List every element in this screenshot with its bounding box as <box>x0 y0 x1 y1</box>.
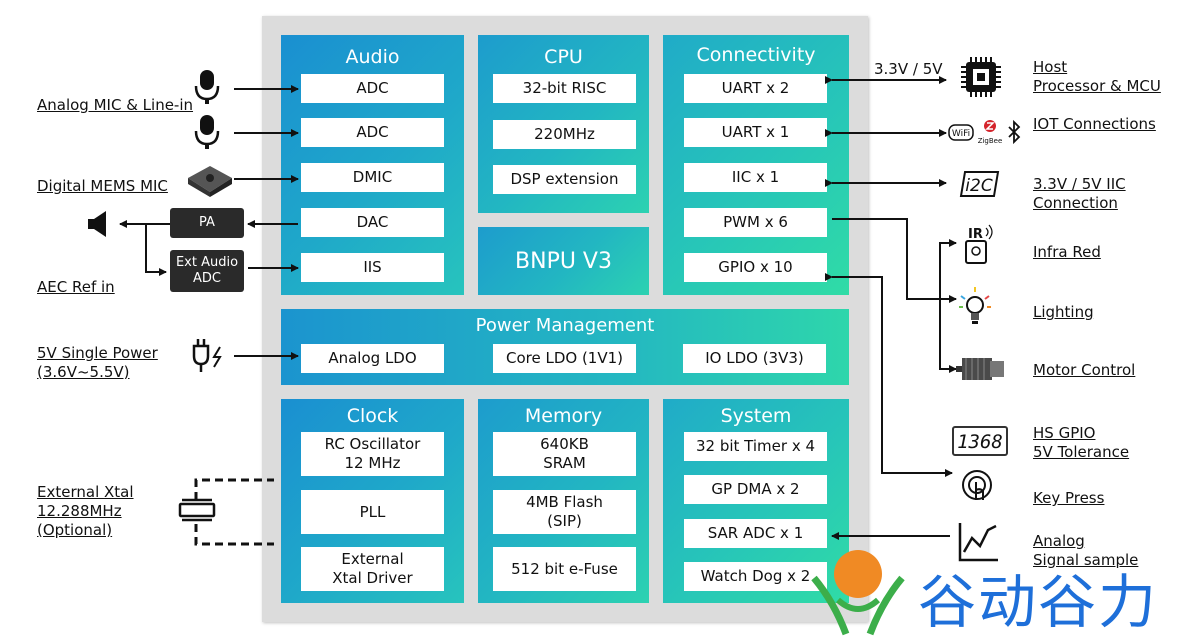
ir-text: IR <box>968 227 983 242</box>
connectivity-block: Connectivity UART x 2 UART x 1 IIC x 1 P… <box>663 35 849 295</box>
conn-gpio: GPIO x 10 <box>684 253 827 282</box>
label-digital-mems: Digital MEMS MIC <box>37 177 168 195</box>
audio-adc-2: ADC <box>301 118 444 147</box>
conn-uart-2: UART x 2 <box>684 74 827 103</box>
clock-rc: RC Oscillator 12 MHz <box>301 432 444 476</box>
connectivity-title: Connectivity <box>696 44 816 66</box>
seven-segment-icon: 1368 <box>952 426 1008 456</box>
i2c-icon: i2C <box>959 171 1000 197</box>
label-analog-mic: Analog MIC & Line-in <box>37 96 194 114</box>
bluetooth-icon <box>1008 119 1021 145</box>
label-ir: Infra Red <box>1033 243 1101 261</box>
cpu-title: CPU <box>544 46 583 68</box>
audio-adc-1: ADC <box>301 74 444 103</box>
pa-block: PA <box>170 208 244 238</box>
processor-icon <box>961 57 1001 97</box>
key-press-icon <box>962 470 992 500</box>
ext-audio-adc-block: Ext Audio ADC <box>170 250 244 292</box>
label-motor: Motor Control <box>1033 361 1136 379</box>
memory-sram: 640KB SRAM <box>493 432 636 476</box>
infrared-icon: IR <box>965 224 993 264</box>
clock-title: Clock <box>346 405 399 427</box>
memory-efuse: 512 bit e-Fuse <box>493 547 636 591</box>
label-hsgpio: HS GPIO 5V Tolerance <box>1033 424 1130 461</box>
system-dma: GP DMA x 2 <box>684 475 827 504</box>
system-block: System 32 bit Timer x 4 GP DMA x 2 SAR A… <box>663 399 849 603</box>
zigbee-icon: ZigBee <box>978 120 1003 145</box>
power-analog-ldo: Analog LDO <box>301 344 444 373</box>
power-title: Power Management <box>475 315 655 336</box>
label-aec: AEC Ref in <box>37 278 115 296</box>
conn-iic: IIC x 1 <box>684 163 827 192</box>
power-block: Power Management Analog LDO Core LDO (1V… <box>281 309 849 385</box>
audio-dac: DAC <box>301 208 444 237</box>
label-iic: 3.3V / 5V IIC Connection <box>1033 175 1126 212</box>
i2c-text: i2C <box>965 176 993 196</box>
clock-xtal-driver: External Xtal Driver <box>301 547 444 591</box>
wifi-icon: WiFi <box>948 124 974 141</box>
power-plug-icon <box>192 339 222 372</box>
mic-icon-2 <box>194 115 220 149</box>
cpu-block: CPU 32-bit RISC 220MHz DSP extension <box>478 35 649 213</box>
brand-logo-icon <box>811 550 905 636</box>
bnpu-label: BNPU V3 <box>515 249 612 274</box>
label-power: 5V Single Power (3.6V~5.5V) <box>37 344 158 381</box>
memory-title: Memory <box>524 405 603 427</box>
audio-dmic: DMIC <box>301 163 444 192</box>
label-analog: Analog Signal sample <box>1033 532 1139 569</box>
conn-uart-1: UART x 1 <box>684 118 827 147</box>
cpu-freq: 220MHz <box>493 120 636 149</box>
label-xtal: External Xtal 12.288MHz (Optional) <box>37 483 134 539</box>
lightbulb-icon <box>959 287 991 324</box>
power-io-ldo: IO LDO (3V3) <box>683 344 826 373</box>
crystal-icon <box>178 498 216 522</box>
audio-title: Audio <box>345 46 400 68</box>
system-watchdog: Watch Dog x 2 <box>684 562 827 591</box>
system-timer: 32 bit Timer x 4 <box>684 432 827 461</box>
memory-block: Memory 640KB SRAM 4MB Flash (SIP) 512 bi… <box>478 399 649 603</box>
watermark-text: 谷动谷力 <box>918 568 1159 636</box>
speaker-icon <box>88 211 106 237</box>
audio-iis: IIS <box>301 253 444 282</box>
motor-icon <box>956 358 1004 380</box>
power-core-ldo: Core LDO (1V1) <box>493 344 636 373</box>
label-iot: IOT Connections <box>1033 115 1156 133</box>
analog-signal-icon <box>958 523 998 562</box>
seg-text: 1368 <box>957 431 1003 453</box>
memory-flash: 4MB Flash (SIP) <box>493 490 636 534</box>
clock-pll: PLL <box>301 490 444 534</box>
label-lighting: Lighting <box>1033 303 1094 321</box>
label-host: Host Processor & MCU <box>1033 58 1161 95</box>
zigbee-text: ZigBee <box>978 137 1003 145</box>
mic-icon <box>194 70 220 104</box>
system-title: System <box>720 405 792 427</box>
audio-block: Audio ADC ADC DMIC DAC IIS <box>281 35 464 295</box>
label-voltage: 3.3V / 5V <box>874 60 943 78</box>
bnpu-block: BNPU V3 <box>478 227 649 295</box>
label-keypress: Key Press <box>1033 489 1105 507</box>
mems-mic-icon <box>188 166 232 197</box>
cpu-dsp: DSP extension <box>493 165 636 194</box>
cpu-risc: 32-bit RISC <box>493 74 636 103</box>
system-saradc: SAR ADC x 1 <box>684 519 827 548</box>
clock-block: Clock RC Oscillator 12 MHz PLL External … <box>281 399 464 603</box>
conn-pwm: PWM x 6 <box>684 208 827 237</box>
wifi-text: WiFi <box>952 129 970 139</box>
